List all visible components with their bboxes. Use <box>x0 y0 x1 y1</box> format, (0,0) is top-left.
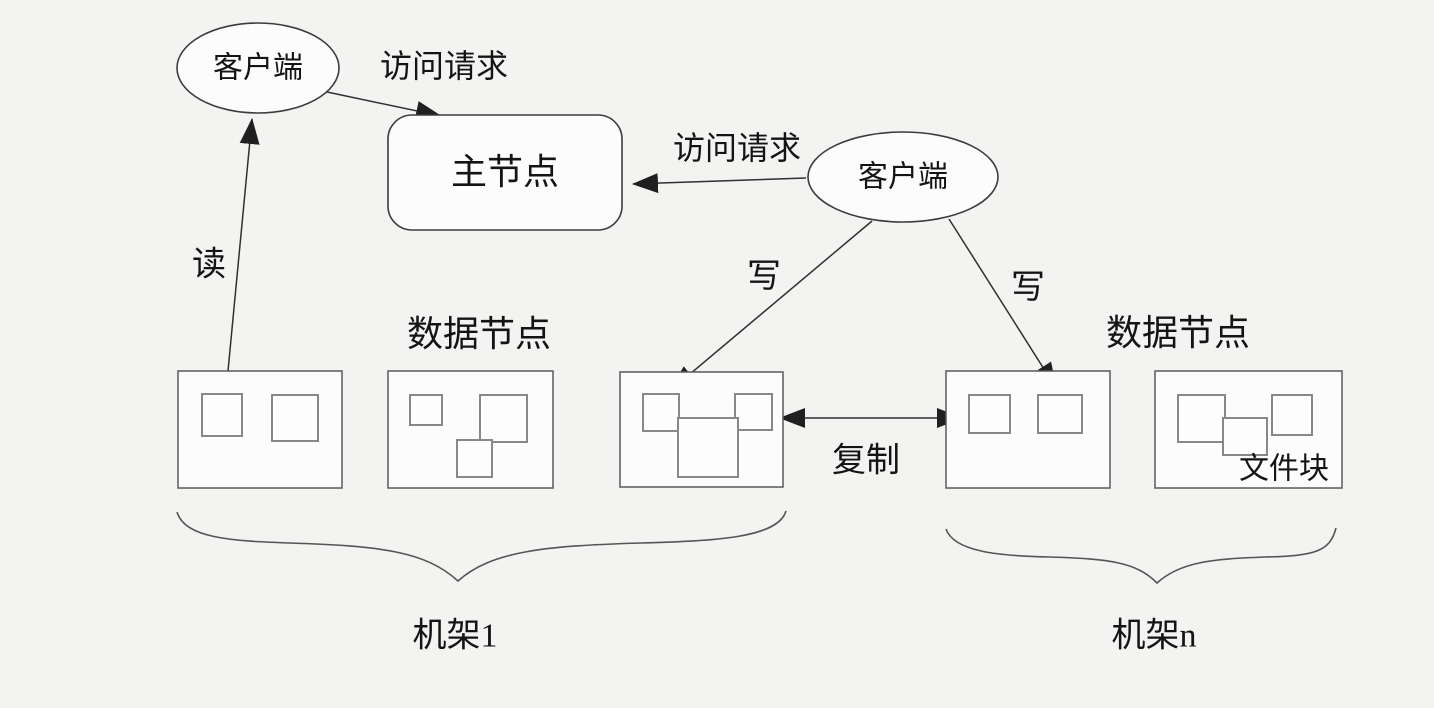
client-right-label: 客户端 <box>858 161 948 194</box>
client-ellipse-left <box>176 22 340 114</box>
file-block-label: 文件块 <box>1239 453 1329 486</box>
file-block-square <box>479 394 528 443</box>
file-block-square <box>1222 417 1268 456</box>
datanode-title-right: 数据节点 <box>1106 313 1250 353</box>
write-left-label: 写 <box>747 259 781 296</box>
client-ellipse-right <box>807 131 999 223</box>
file-block-square <box>1037 394 1083 434</box>
rack1-label: 机架1 <box>413 617 498 655</box>
edge-write-left-arrow <box>670 220 873 391</box>
file-block-square <box>1177 394 1226 443</box>
write-right-label: 写 <box>1011 270 1045 307</box>
file-block-square <box>201 393 243 437</box>
datanode-title-left: 数据节点 <box>407 314 551 354</box>
master-node-label: 主节点 <box>451 152 559 192</box>
rackn-label: 机架n <box>1112 617 1197 655</box>
file-block-square <box>271 394 319 442</box>
edge-read-arrow <box>225 118 260 393</box>
file-block-square <box>642 393 680 432</box>
access-request-right-label: 访问请求 <box>673 130 801 166</box>
file-block-square <box>734 393 773 431</box>
file-block-square <box>1271 394 1313 436</box>
edge-access-request-left <box>326 91 442 121</box>
replicate-label: 复制 <box>832 442 900 480</box>
read-label: 读 <box>192 246 226 284</box>
file-block-square <box>968 394 1011 434</box>
edge-access-request-right <box>632 173 807 194</box>
client-left-label: 客户端 <box>213 52 303 85</box>
access-request-left-label: 访问请求 <box>380 48 508 84</box>
file-block-square <box>456 439 493 478</box>
master-node-box <box>387 114 623 231</box>
edge-write-right-arrow <box>948 218 1057 389</box>
file-block-square <box>677 417 739 478</box>
file-block-square <box>409 394 443 426</box>
rackn-brace <box>945 527 1337 585</box>
rack1-brace <box>176 510 787 583</box>
